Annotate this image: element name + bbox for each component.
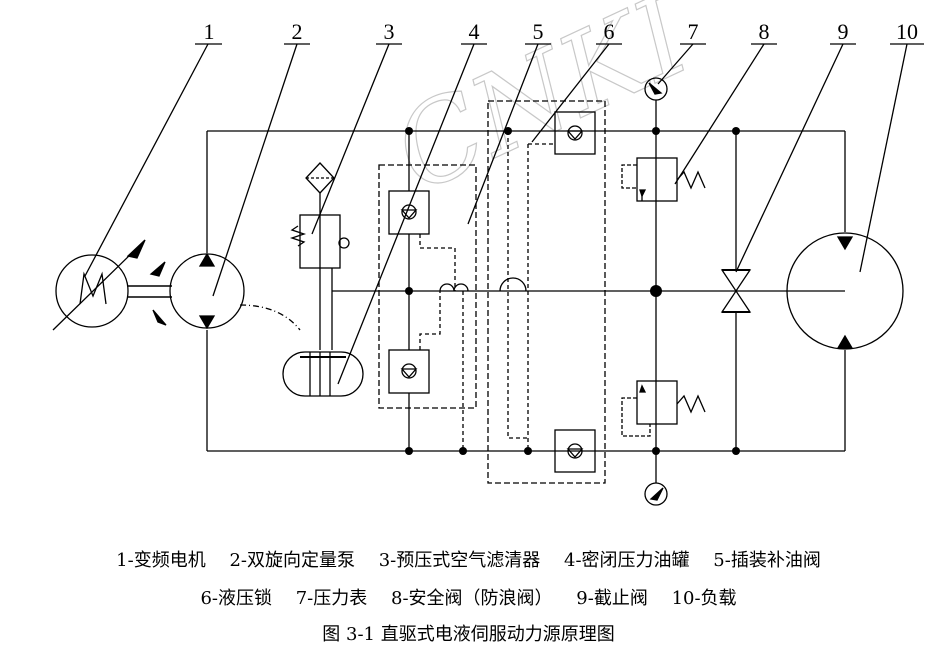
leader-lines <box>84 43 924 385</box>
cartridge-valve-block <box>378 131 477 451</box>
pump-icon <box>126 239 245 330</box>
callout-7: 7 <box>688 19 699 44</box>
callout-4: 4 <box>469 19 480 44</box>
legend-row-1: 1-变频电机 2-双旋向定量泵 3-预压式空气滤清器 4-密闭压力油罐 5-插装… <box>0 546 937 572</box>
callout-3: 3 <box>384 19 395 44</box>
callout-6: 6 <box>604 19 615 44</box>
hydraulic-lock-block <box>487 100 606 484</box>
legend-item: 8-安全阀（防浪阀） <box>391 588 553 609</box>
hydraulic-schematic: CNKI <box>52 0 924 506</box>
callout-5: 5 <box>533 19 544 44</box>
legend-item: 7-压力表 <box>295 588 368 609</box>
legend-item: 2-双旋向定量泵 <box>229 550 355 571</box>
safety-valve-upper <box>621 157 706 202</box>
callout-8: 8 <box>759 19 770 44</box>
figure-caption: 图 3-1 直驱式电液伺服动力源原理图 <box>322 624 615 645</box>
callout-2: 2 <box>292 19 303 44</box>
legend-row-2: 6-液压锁 7-压力表 8-安全阀（防浪阀） 9-截止阀 10-负载 <box>0 584 937 610</box>
air-filter-icon <box>289 162 350 350</box>
stop-valve-icon <box>720 131 752 451</box>
legend-item: 5-插装补油阀 <box>713 550 821 571</box>
legend-item: 4-密闭压力油罐 <box>564 550 690 571</box>
motor-icon <box>52 251 172 331</box>
legend-item: 6-液压锁 <box>200 588 272 609</box>
legend-item: 10-负载 <box>671 588 737 609</box>
legend-item: 1-变频电机 <box>116 550 206 571</box>
oil-tank-icon <box>282 351 364 397</box>
callout-10: 10 <box>896 19 918 44</box>
callout-1: 1 <box>204 19 215 44</box>
legend-item: 3-预压式空气滤清器 <box>378 550 541 571</box>
legend-item: 9-截止阀 <box>576 588 648 609</box>
load-icon <box>786 232 904 350</box>
safety-valve-lower <box>621 380 706 437</box>
callout-9: 9 <box>838 19 849 44</box>
